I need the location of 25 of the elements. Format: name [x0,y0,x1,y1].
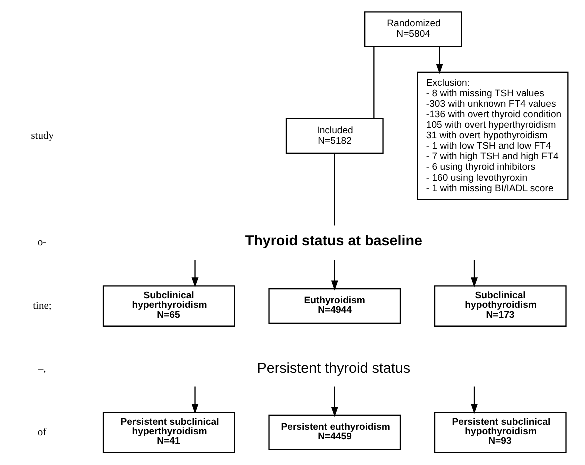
node-box: Persistent subclinical hyperthyroidism N=41 [102,412,236,454]
arrow [436,47,444,74]
label: of [38,427,47,438]
node-box: Exclusion: - 8 with missing TSH values -303 with unknown FT4 values -136 with overt thyroid condition 105 with overt hyperthyroidism 31 with overt hypothyroidism - 1 with low TSH and low FT4 - 7 with high TSH and high FT4 - 6 using thyroid inhibitors - 160 using levothyroxin - 1 with missing BI/IADL score [417,72,569,200]
label: study [31,130,54,142]
arrow [471,260,478,288]
node-box: Subclinical hypothyroidism N=173 [434,286,567,327]
label: –, [38,364,46,376]
arrow [192,260,199,288]
arrow [192,386,199,414]
node-box: Randomized N=5804 [364,12,462,48]
node-box: Subclinical hyperthyroidism N=65 [102,286,236,327]
node-box: Euthyroidism N=4944 [268,288,402,324]
label: o- [38,238,47,249]
node-text: Thyroid status at baseline [245,233,422,250]
label: tine; [33,300,52,312]
connector [374,47,375,119]
arrow [331,386,338,418]
node-box: Persistent euthyroidism N=4459 [268,414,402,451]
connector [334,154,336,226]
node-text: Persistent thyroid status [257,360,411,377]
node-box: Persistent subclinical hypothyroidism N=93 [434,412,567,454]
node-box: Included N=5182 [286,118,384,154]
arrow [331,260,338,291]
arrow [471,386,478,414]
